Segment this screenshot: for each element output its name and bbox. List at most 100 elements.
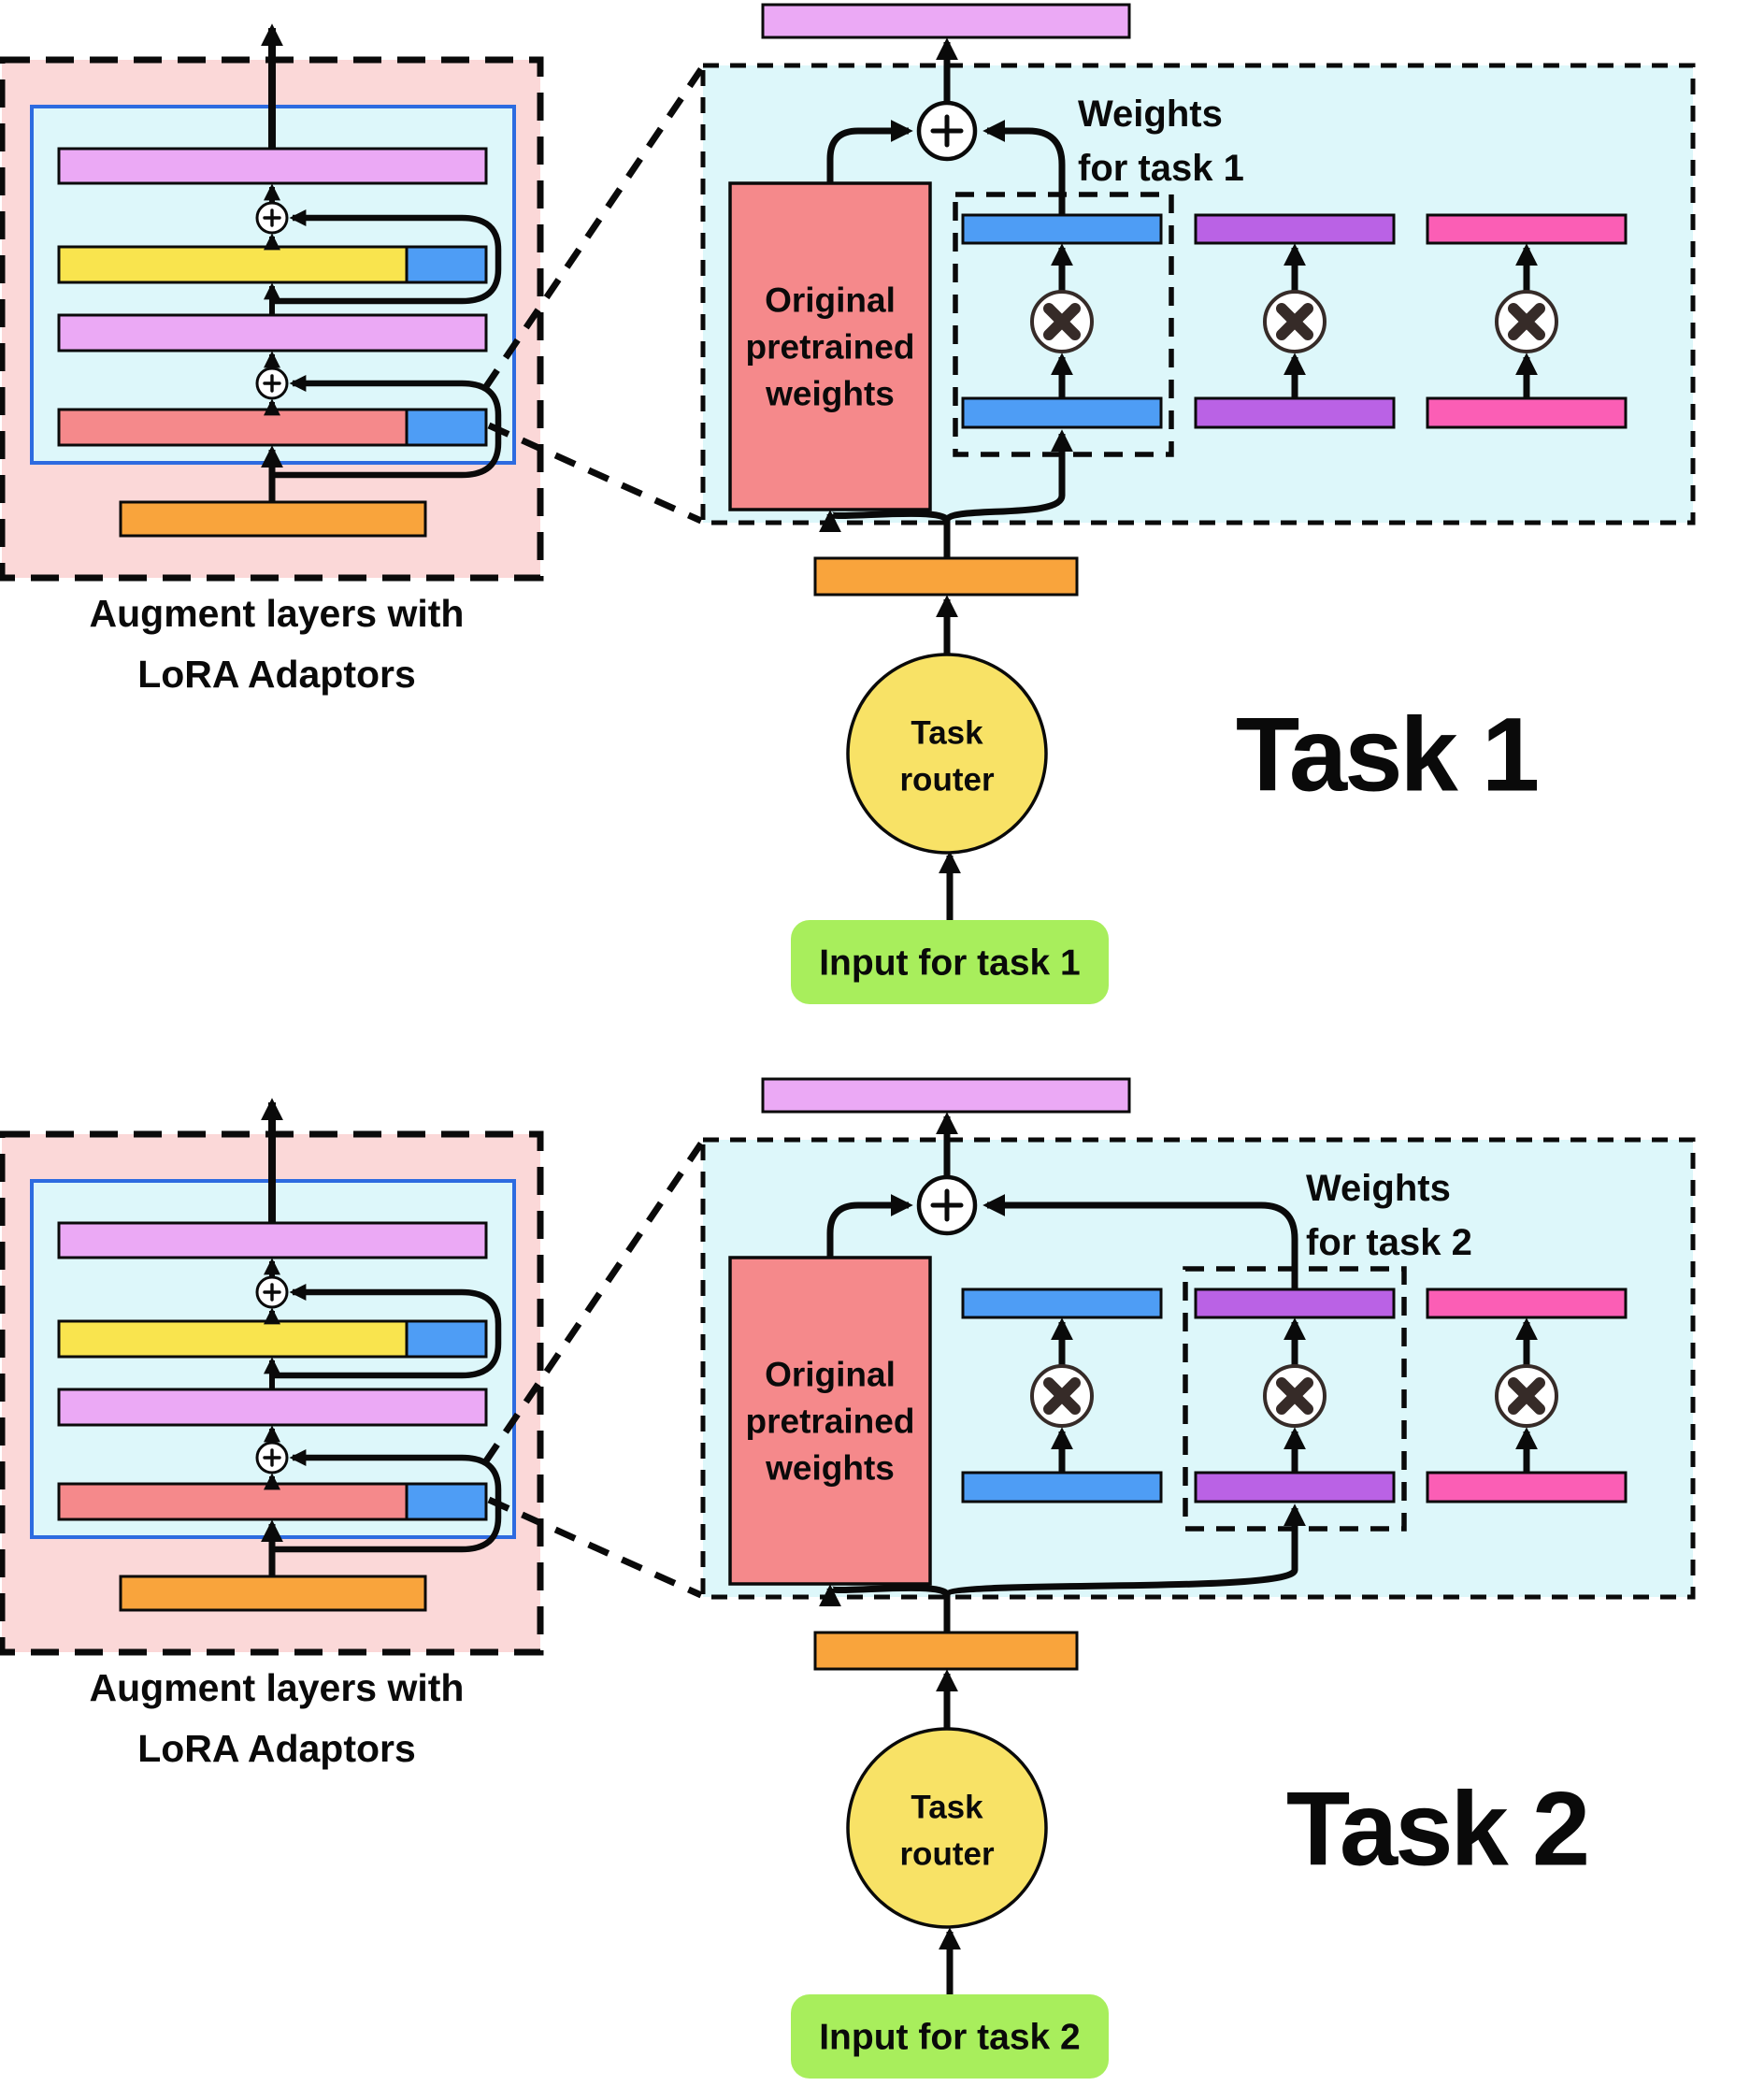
task2-embedding-bar-detail: [813, 1631, 1079, 1671]
task2-router-line2: router: [899, 1836, 995, 1873]
lora-up-matrix-bar: [1426, 213, 1628, 245]
task2-lens-lines: [482, 1142, 704, 1599]
task1-norm-layer-bar: [57, 313, 488, 352]
task1-attention-lora-segment: [405, 408, 488, 447]
task1-mini-flow-arrows: [261, 23, 502, 502]
input-to-pretrained-arrow: [819, 510, 951, 533]
lora-down-matrix-bar: [961, 1471, 1163, 1503]
task1-weights-label-line1: Weights: [1078, 94, 1223, 135]
task2-title: Task 2: [1286, 1771, 1587, 1888]
input-to-pretrained-arrow: [819, 1584, 951, 1607]
residual-skip-arrow: [272, 209, 502, 305]
task2-task-router: [846, 1727, 1048, 1929]
task2-detail-view: Original pretrained weights: [700, 1077, 1696, 2079]
task2-attention-layer-bar: [57, 1482, 409, 1521]
lora-up-matrix-bar: [1194, 1288, 1396, 1319]
residual-skip-arrow: [272, 1284, 502, 1379]
plus-icon: [263, 374, 281, 393]
task2-output-bar: [761, 1077, 1131, 1114]
lora-up-matrix-bar: [961, 1288, 1163, 1319]
task1-caption-line2: LoRA Adaptors: [137, 653, 416, 696]
task2-attention-lora-segment: [405, 1482, 488, 1521]
task1-output-bar: [761, 3, 1131, 39]
task1-attention-layer-bar: [57, 408, 409, 447]
times-icon: [1276, 1377, 1313, 1415]
task1-lora-pair-pink: [1426, 213, 1628, 429]
task2-caption-line2: LoRA Adaptors: [137, 1727, 416, 1770]
task1-lora-pair-purple: [1194, 213, 1396, 429]
task1-section: Augment layers with LoRA Adaptors Origin…: [0, 3, 1696, 1004]
pretrained-to-add-arrow: [826, 1194, 913, 1258]
task1-pretrained-line1: Original: [765, 281, 896, 320]
lora-to-add-arrow: [982, 1194, 1298, 1289]
lora-up-matrix-bar: [1426, 1288, 1628, 1319]
task2-weights-label-line1: Weights: [1306, 1168, 1451, 1209]
task2-section: Augment layers with LoRA Adaptors Origin…: [0, 1077, 1696, 2079]
times-icon: [1508, 1377, 1545, 1415]
times-icon: [1043, 1377, 1081, 1415]
task2-norm-layer-bar: [57, 1388, 488, 1427]
task2-detail-flow-arrows: [819, 1112, 1306, 1633]
lens-line: [487, 1496, 703, 1599]
input-to-lora-arrow: [943, 429, 1073, 523]
lora-down-matrix-bar: [1194, 1471, 1396, 1503]
lora-down-matrix-bar: [1426, 396, 1628, 429]
task1-input-box: [791, 920, 1109, 1004]
task1-detail-flow-arrows: [819, 37, 1073, 558]
task1-embedding-bar-detail: [813, 556, 1079, 597]
task2-caption-line1: Augment layers with: [90, 1666, 465, 1709]
task2-lora-pair-pink: [1426, 1288, 1628, 1503]
plus-icon: [263, 1448, 281, 1467]
plus-icon: [930, 114, 964, 148]
task2-weights-label-line2: for task 2: [1306, 1222, 1472, 1263]
lora-down-matrix-bar: [1426, 1471, 1628, 1503]
times-icon: [1276, 303, 1313, 340]
task2-embedding-bar: [119, 1575, 427, 1612]
times-icon: [1043, 303, 1081, 340]
task1-router-line1: Task: [911, 715, 983, 752]
task1-detail-view: Original pretrained weights: [700, 3, 1696, 1004]
task1-layer-output-bar: [57, 147, 488, 185]
task2-pretrained-weights-box: [728, 1256, 932, 1586]
task2-layer-output-bar: [57, 1221, 488, 1259]
task2-input-box: [791, 1994, 1109, 2079]
pretrained-to-add-arrow: [826, 120, 913, 183]
input-to-lora-arrow: [943, 1503, 1306, 1599]
task2-mini-transformer: Augment layers with LoRA Adaptors: [0, 1098, 544, 1770]
task2-ffn-layer-bar: [57, 1319, 409, 1359]
plus-icon: [930, 1188, 964, 1222]
plus-icon: [263, 209, 281, 227]
task2-lora-pair-blue: [961, 1288, 1163, 1503]
lora-up-matrix-bar: [1194, 213, 1396, 245]
task2-pretrained-line1: Original: [765, 1356, 896, 1394]
task2-mini-flow-arrows: [261, 1098, 502, 1576]
task1-caption-line1: Augment layers with: [90, 592, 465, 635]
lens-line: [482, 67, 704, 390]
task2-input-label: Input for task 2: [819, 2018, 1081, 2058]
task2-lora-pair-purple: [1194, 1288, 1396, 1503]
lens-line: [482, 1142, 704, 1464]
task1-title: Task 1: [1236, 697, 1538, 813]
lora-up-matrix-bar: [961, 213, 1163, 245]
task1-embedding-bar: [119, 500, 427, 538]
plus-icon: [263, 1283, 281, 1302]
lens-line: [487, 422, 703, 525]
task1-ffn-lora-segment: [405, 245, 488, 284]
task1-mini-transformer: Augment layers with LoRA Adaptors: [0, 23, 544, 696]
task1-weights-label-line2: for task 1: [1078, 148, 1244, 189]
task1-pretrained-line3: weights: [765, 375, 895, 413]
task1-lens-lines: [482, 67, 704, 525]
task1-ffn-layer-bar: [57, 245, 409, 284]
task1-task-router: [846, 653, 1048, 855]
times-icon: [1508, 303, 1545, 340]
lora-down-matrix-bar: [961, 396, 1163, 429]
task2-router-line1: Task: [911, 1790, 983, 1826]
task2-pretrained-line3: weights: [765, 1449, 895, 1488]
lora-to-add-arrow: [982, 120, 1066, 215]
lora-down-matrix-bar: [1194, 396, 1396, 429]
task1-router-line2: router: [899, 762, 995, 798]
task2-ffn-lora-segment: [405, 1319, 488, 1359]
task1-input-label: Input for task 1: [819, 943, 1081, 984]
